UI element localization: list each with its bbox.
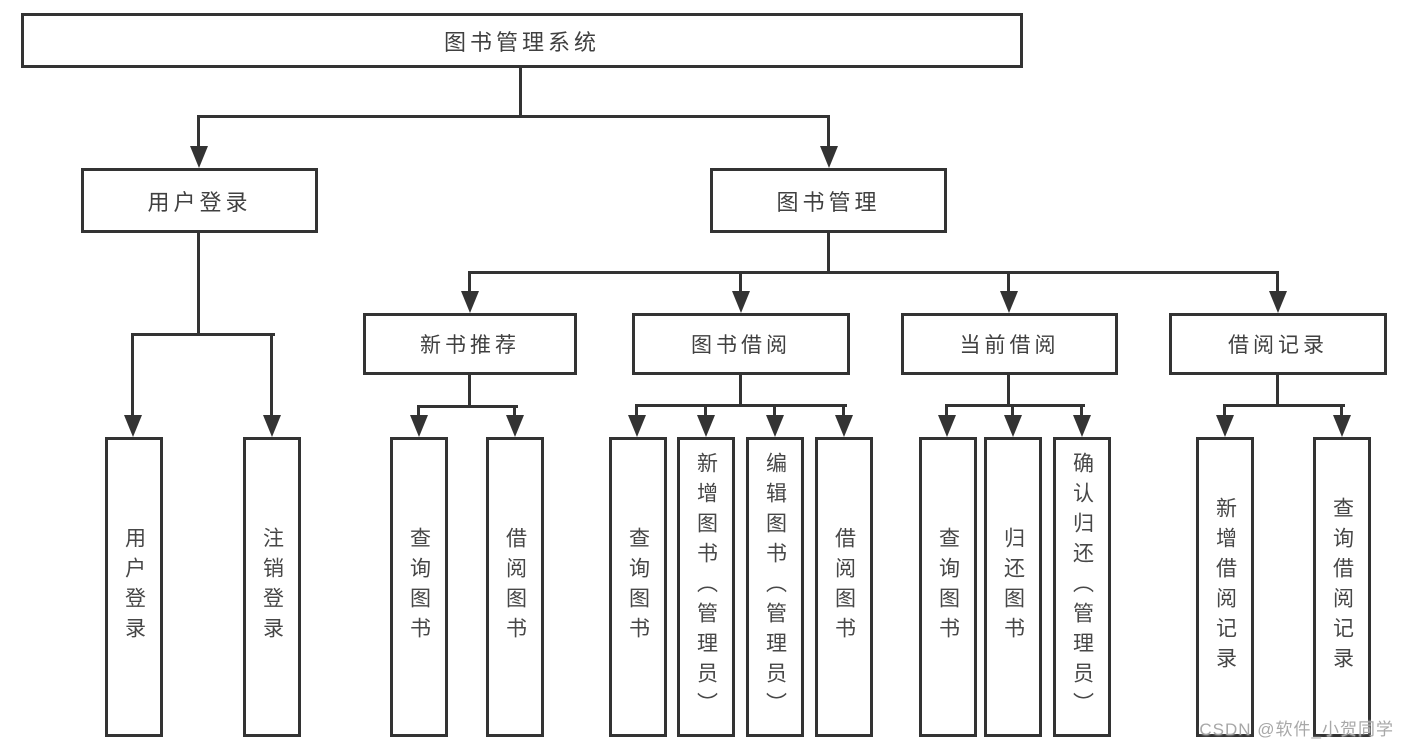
leaf-edit-book-admin-label: 编辑图书（管理员）	[763, 452, 787, 722]
arrow-down-icon	[1276, 273, 1279, 291]
arrow-down-icon	[704, 406, 707, 415]
connector-rail-new-book-recommend	[417, 405, 518, 408]
connector-stem-book-borrow	[739, 373, 742, 406]
connector-rail-borrow-records	[1223, 404, 1345, 407]
leaf-add-borrow-record-label: 新增借阅记录	[1213, 497, 1237, 677]
arrow-down-icon	[417, 407, 420, 415]
node-current-borrow: 当前借阅	[901, 313, 1118, 375]
arrow-down-icon	[945, 406, 948, 415]
leaf-confirm-return-admin: 确认归还（管理员）	[1053, 437, 1111, 737]
node-new-book-recommend-label: 新书推荐	[420, 334, 520, 357]
arrow-down-icon	[1080, 406, 1083, 415]
arrow-down-icon	[1011, 406, 1014, 415]
arrow-down-icon	[468, 273, 471, 291]
arrow-down-icon	[270, 335, 273, 415]
leaf-query-book-current-label: 查询图书	[936, 527, 960, 647]
arrow-down-icon	[739, 273, 742, 291]
arrow-down-icon	[1223, 406, 1226, 415]
node-root-label: 图书管理系统	[443, 29, 600, 55]
leaf-query-book-borrow-label: 查询图书	[626, 527, 650, 647]
node-book-borrow: 图书借阅	[632, 313, 850, 375]
leaf-return-book: 归还图书	[984, 437, 1042, 737]
leaf-query-book-current: 查询图书	[919, 437, 977, 737]
arrow-down-icon	[773, 406, 776, 415]
leaf-logout-label: 注销登录	[260, 527, 284, 647]
arrow-down-icon	[197, 117, 200, 146]
csdn-watermark: CSDN @软件_小贺同学	[1199, 720, 1394, 739]
arrow-down-icon	[513, 407, 516, 415]
connector-rail-user-login	[131, 333, 275, 336]
leaf-query-book-recommend: 查询图书	[390, 437, 448, 737]
arrow-down-icon	[131, 335, 134, 415]
connector-stem-book-management	[827, 231, 830, 274]
connector-stem-borrow-records	[1276, 373, 1279, 406]
leaf-add-book-admin: 新增图书（管理员）	[677, 437, 735, 737]
leaf-borrow-book: 借阅图书	[815, 437, 873, 737]
leaf-borrow-book-recommend-label: 借阅图书	[503, 527, 527, 647]
node-current-borrow-label: 当前借阅	[959, 334, 1060, 357]
connector-rail-book-borrow	[635, 404, 847, 407]
node-user-login-label: 用户登录	[147, 189, 252, 215]
node-borrow-records: 借阅记录	[1169, 313, 1387, 375]
leaf-return-book-label: 归还图书	[1001, 527, 1025, 647]
node-user-login: 用户登录	[81, 168, 318, 233]
connector-rail-book-management	[468, 271, 1279, 274]
node-book-management-label: 图书管理	[776, 189, 881, 215]
leaf-query-book-borrow: 查询图书	[609, 437, 667, 737]
node-borrow-records-label: 借阅记录	[1228, 334, 1328, 357]
arrow-down-icon	[1340, 406, 1343, 415]
leaf-add-book-admin-label: 新增图书（管理员）	[694, 452, 718, 722]
connector-stem-current-borrow	[1007, 373, 1010, 406]
leaf-confirm-return-admin-label: 确认归还（管理员）	[1070, 452, 1094, 722]
connector-rail-current-borrow	[945, 404, 1085, 407]
connector-stem-root	[519, 66, 522, 118]
leaf-logout: 注销登录	[243, 437, 301, 737]
connector-stem-user-login	[197, 231, 200, 335]
arrow-down-icon	[842, 406, 845, 415]
node-root: 图书管理系统	[21, 13, 1023, 68]
leaf-user-login-label: 用户登录	[122, 527, 146, 647]
leaf-query-borrow-record: 查询借阅记录	[1313, 437, 1371, 737]
leaf-user-login: 用户登录	[105, 437, 163, 737]
leaf-query-borrow-record-label: 查询借阅记录	[1330, 497, 1354, 677]
arrow-down-icon	[635, 406, 638, 415]
leaf-query-book-recommend-label: 查询图书	[407, 527, 431, 647]
connector-rail-root	[197, 115, 830, 118]
node-new-book-recommend: 新书推荐	[363, 313, 577, 375]
connector-stem-new-book-recommend	[468, 373, 471, 407]
node-book-borrow-label: 图书借阅	[691, 334, 791, 357]
arrow-down-icon	[827, 117, 830, 146]
node-book-management: 图书管理	[710, 168, 947, 233]
leaf-edit-book-admin: 编辑图书（管理员）	[746, 437, 804, 737]
leaf-borrow-book-recommend: 借阅图书	[486, 437, 544, 737]
leaf-add-borrow-record: 新增借阅记录	[1196, 437, 1254, 737]
leaf-borrow-book-label: 借阅图书	[832, 527, 856, 647]
arrow-down-icon	[1007, 273, 1010, 291]
